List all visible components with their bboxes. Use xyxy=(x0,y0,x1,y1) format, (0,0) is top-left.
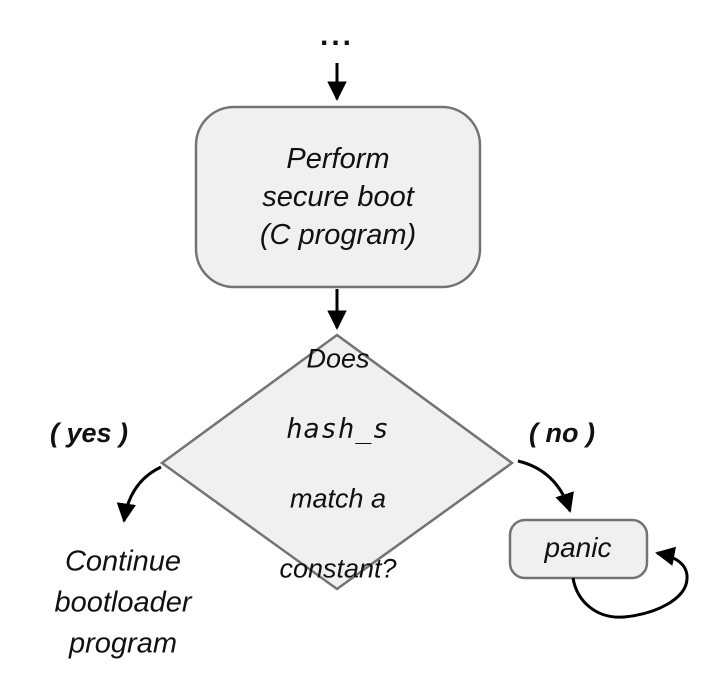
edge-panic-self-loop xyxy=(571,546,689,619)
decision-line-constant: constant? xyxy=(279,553,397,584)
edge-decision-no xyxy=(517,459,574,513)
edge-decision-yes xyxy=(116,465,162,523)
edge-yes-label: ( yes ) xyxy=(49,418,129,448)
process-node-label: Perform secure boot (C program) xyxy=(259,143,417,251)
panic-node-shape xyxy=(508,518,649,580)
decision-node-shape xyxy=(159,333,515,591)
panic-node-label: panic xyxy=(544,532,612,563)
process-node-shape xyxy=(194,105,482,289)
edge-no-label: ( no ) xyxy=(529,418,595,448)
decision-line-match: match a xyxy=(289,483,387,514)
decision-node-label: Does hash_s match a constant? xyxy=(279,307,396,622)
decision-code-hash-s: hash_s xyxy=(286,413,390,445)
ellipsis-label: ... xyxy=(319,19,355,52)
decision-line-does: Does xyxy=(306,343,370,374)
outcome-yes-label: Continue bootloader program xyxy=(54,545,192,660)
